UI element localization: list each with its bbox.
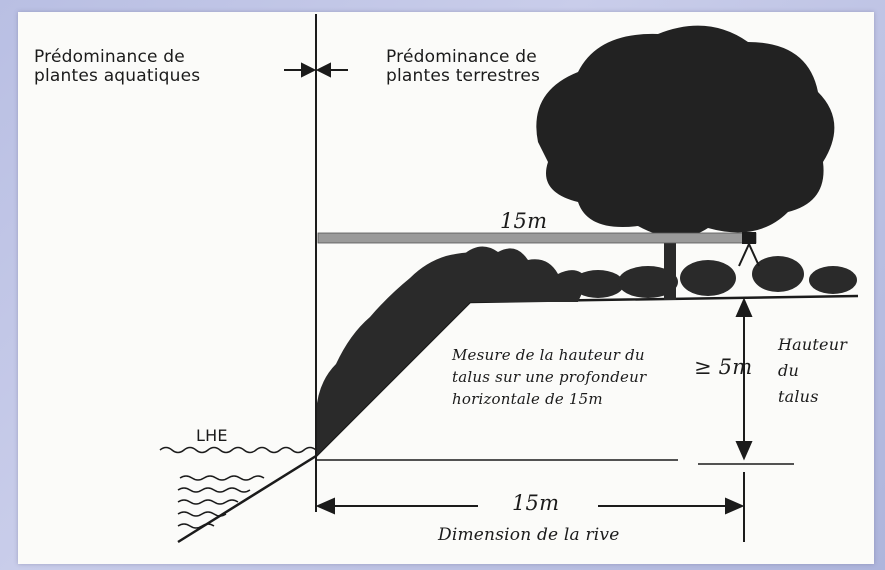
terrestrial-label: Prédominance de plantes terrestres [386,47,541,86]
top-arrows [284,62,348,78]
width-arrow [315,497,745,515]
diagram-panel: Prédominance de plantes aquatiques Prédo… [18,12,874,564]
shore-dimension-label: Dimension de la rive [438,525,620,545]
bottom-15m-label: 15m [512,491,560,515]
ge5m-label: ≥ 5m [694,355,753,379]
bank-height-label: Hauteur du talus [778,335,848,406]
diagram-svg [159,14,859,544]
bushes [458,246,857,302]
tree [536,25,835,300]
measure-label: Mesure de la hauteur du talus sur une pr… [452,346,647,408]
water [159,446,317,529]
measure-bar [317,232,757,244]
lhe-label: LHE [196,426,228,445]
height-arrow [735,297,753,542]
top-15m-label: 15m [500,209,548,233]
slope-vegetation [316,252,488,456]
aquatic-label: Prédominance de plantes aquatiques [34,47,201,86]
